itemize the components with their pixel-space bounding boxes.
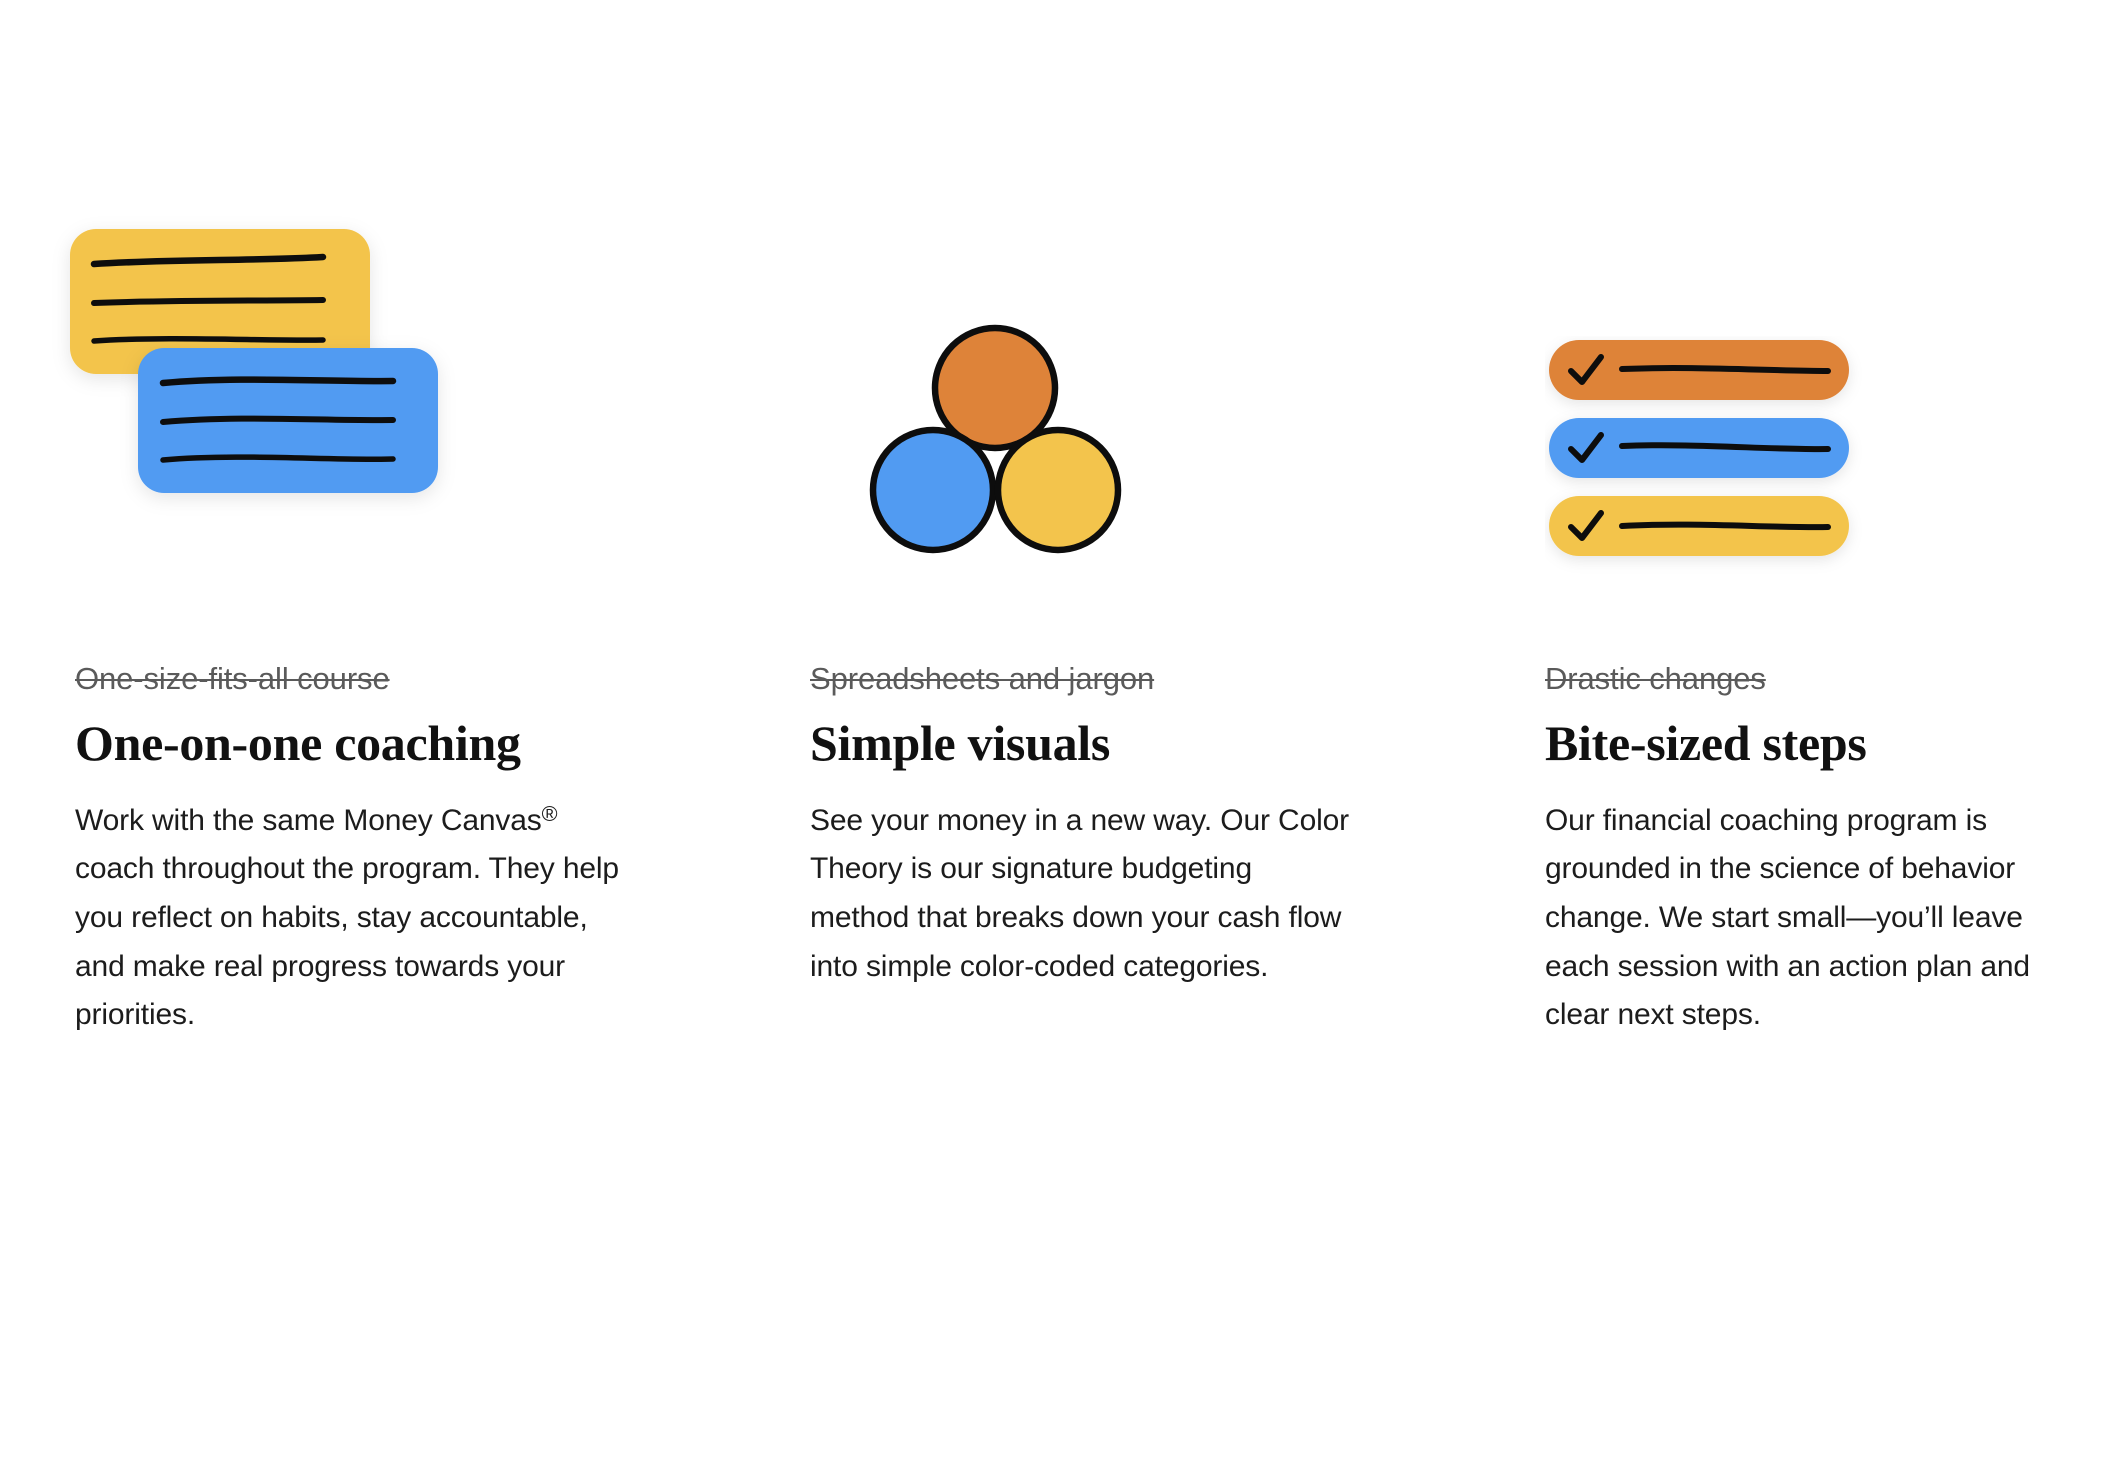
feature-column-one-on-one-coaching: One-size-fits-all course One-on-one coac…	[75, 0, 810, 1040]
feature-text-block-1: One-size-fits-all course One-on-one coac…	[75, 660, 810, 1040]
circle-blue-icon	[869, 426, 997, 554]
feature-strike-label-1: One-size-fits-all course	[75, 661, 390, 696]
notecard-blue-line-3	[160, 454, 396, 463]
feature-body-3: Our financial coaching program is ground…	[1545, 803, 2030, 1032]
pill-blue-check-icon	[1568, 432, 1604, 463]
feature-body-2: See your money in a new way. Our Color T…	[810, 803, 1349, 983]
notecard-blue-line-1	[159, 376, 397, 387]
icon-slot-1	[75, 0, 715, 660]
pill-yellow-check-icon	[1568, 510, 1604, 541]
feature-column-simple-visuals: Spreadsheets and jargon Simple visuals S…	[810, 0, 1545, 991]
feature-headline-2: Simple visuals	[810, 714, 1111, 771]
feature-text-block-3: Drastic changes Bite-sized steps Our fin…	[1545, 660, 2105, 1040]
feature-headline-1: One-on-one coaching	[75, 714, 521, 771]
feature-text-block-2: Spreadsheets and jargon Simple visuals S…	[810, 660, 1545, 991]
notecard-yellow-line-3	[91, 336, 326, 344]
notecard-yellow-line-2	[91, 297, 326, 306]
notecard-yellow-line-1	[90, 253, 327, 268]
notecard-blue-line-2	[160, 415, 396, 425]
feature-headline-3: Bite-sized steps	[1545, 714, 1867, 771]
feature-strike-label-3: Drastic changes	[1545, 661, 1766, 696]
feature-body-1: Work with the same Money Canvas® coach t…	[75, 800, 619, 1032]
circle-orange-icon	[931, 324, 1059, 452]
pill-orange-line	[1619, 365, 1831, 374]
three-color-circles-icon	[869, 324, 1122, 554]
stacked-note-cards-icon	[70, 229, 438, 493]
pill-orange-check-icon	[1568, 354, 1604, 385]
feature-strike-label-2: Spreadsheets and jargon	[810, 661, 1155, 696]
pill-blue-line	[1619, 442, 1831, 453]
circle-yellow-icon	[994, 426, 1122, 554]
pill-yellow-line	[1619, 521, 1831, 531]
icon-slot-3	[1545, 0, 2116, 660]
checked-task-pills-icon	[1549, 340, 1849, 556]
feature-column-bite-sized-steps: Drastic changes Bite-sized steps Our fin…	[1545, 0, 2105, 1040]
icon-slot-2	[810, 0, 1450, 660]
